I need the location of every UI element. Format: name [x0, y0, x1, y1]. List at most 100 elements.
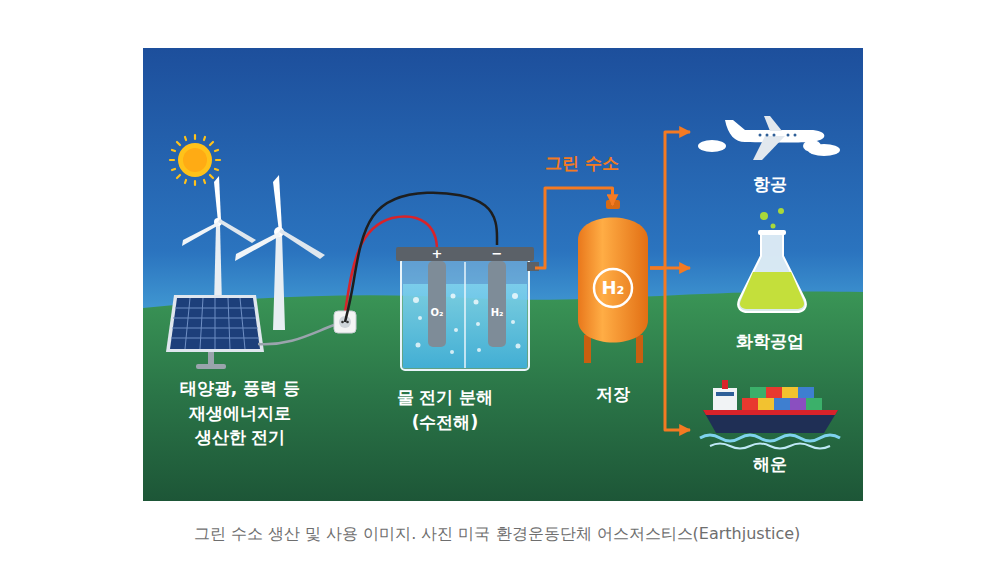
- sun-icon-part: [194, 135, 196, 139]
- flask-icon-part: [778, 208, 784, 214]
- cargo-ship-icon-part: [703, 410, 838, 433]
- airplane-icon-part: [759, 134, 797, 137]
- flask-icon-part: [740, 272, 804, 309]
- airplane-icon-part: [773, 134, 776, 137]
- sun-icon-part: [185, 137, 186, 140]
- electrolyzer-part: [416, 343, 421, 348]
- airplane-icon-part: [759, 134, 762, 137]
- sun-icon-part: [178, 143, 212, 177]
- sun-icon-part: [170, 159, 174, 161]
- solar-panel-part: [166, 295, 264, 352]
- sun-icon-part: [194, 181, 196, 185]
- sun-icon-part: [216, 159, 220, 161]
- cargo-ship-icon-part: [722, 380, 728, 389]
- flask-icon-part: [758, 230, 786, 235]
- cargo-ship-icon-part: [766, 387, 782, 398]
- flask-icon-part: [760, 212, 768, 220]
- cargo-ship-icon-part: [758, 398, 774, 410]
- cargo-ship-icon-part: [703, 410, 838, 415]
- solar-panel-part: [185, 298, 190, 349]
- hydrogen-tank-part: [594, 269, 632, 307]
- terminal-sign: +: [432, 246, 443, 261]
- sun-icon-part: [215, 150, 218, 151]
- sun-icon-part: [177, 142, 180, 145]
- wind-turbine-part: [214, 176, 221, 222]
- node-label: 항공: [710, 172, 830, 197]
- wind-turbine: [182, 176, 256, 305]
- electrolyzer: [396, 247, 539, 370]
- hydrogen-tank-part: [578, 218, 648, 343]
- power-outlet-part: [341, 321, 344, 324]
- cargo-ship-icon-part: [798, 387, 814, 398]
- use-chemical: 화학공업: [690, 200, 840, 360]
- tank-box: H₂저장: [575, 205, 650, 415]
- sun-icon-part: [210, 142, 213, 145]
- background-panel: [143, 48, 863, 501]
- electrolyzer-part: [396, 247, 534, 261]
- sun-icon-part: [210, 175, 213, 178]
- sun-icon-part: [204, 137, 205, 140]
- flask-icon-part: [771, 224, 776, 229]
- wind-turbine-part: [182, 222, 219, 246]
- electrolyzer-part: [512, 293, 518, 299]
- edge-label: 그린 수소: [545, 152, 619, 175]
- gas-label: H₂: [491, 307, 504, 318]
- electrolyzer-part: [516, 344, 521, 349]
- wind-turbine-part: [235, 232, 280, 261]
- wind-turbine-part: [214, 224, 222, 305]
- cargo-ship-icon-part: [806, 398, 822, 410]
- electrolyzer-part: [450, 350, 454, 354]
- solar-panel-part: [200, 298, 203, 349]
- airplane-icon-part: [764, 116, 782, 131]
- electrolyzer-part: [451, 294, 456, 299]
- sun-icon-part: [172, 169, 175, 170]
- cargo-ship-icon-part: [713, 388, 737, 410]
- node-label: 해운: [710, 452, 830, 477]
- electrolyzer-part: [454, 328, 458, 332]
- electrolyzer-part: [488, 261, 506, 347]
- electrolyzer-part: [477, 348, 481, 352]
- airplane-icon-part: [794, 134, 797, 137]
- airplane-icon: [698, 116, 840, 160]
- wind-turbine-part: [218, 219, 256, 243]
- solar-panel: [166, 295, 264, 369]
- cargo-ship-icon-part: [716, 392, 734, 396]
- cargo-ship-icon: [700, 380, 840, 449]
- cargo-ship-icon-part: [774, 398, 790, 410]
- node-label: 화학공업: [710, 329, 830, 354]
- cargo-ship-icon-part: [700, 435, 840, 441]
- wind-turbine-part: [279, 229, 325, 259]
- electrolyzer-part: [413, 293, 521, 354]
- hydrogen-flow-arrow: [650, 268, 690, 430]
- hydrogen-tank-part: [636, 335, 643, 363]
- sun-icon-part: [172, 150, 175, 151]
- electrolyzer-part: [401, 258, 529, 370]
- source-group: 태양광, 풍력 등 재생에너지로 생산한 전기: [155, 140, 345, 460]
- solar-panel-part: [240, 298, 245, 349]
- sun-icon-part: [177, 175, 180, 178]
- background-panel-part: [143, 48, 863, 501]
- cargo-ship-icon-part: [750, 387, 766, 398]
- gas-label: O₂: [431, 307, 444, 318]
- wind-turbine-part: [273, 175, 282, 232]
- airplane-icon-part: [753, 136, 785, 160]
- solar-panel-part: [215, 298, 216, 349]
- electrolyzer-box: 물 전기 분해 (수전해): [395, 245, 535, 440]
- solar-panel-part: [170, 298, 260, 349]
- airplane-icon-part: [787, 134, 790, 137]
- electrolyzer-part: [476, 322, 480, 326]
- electrolyzer-part: [413, 297, 419, 303]
- power-outlet-part: [346, 321, 349, 324]
- electrolyzer-part: [474, 300, 479, 305]
- sun-icon-part: [215, 169, 218, 170]
- hydrogen-tank: [578, 200, 648, 363]
- electrolyzer-part: [428, 261, 446, 347]
- cargo-ship-icon-part: [782, 387, 798, 398]
- solar-panel-part: [171, 298, 259, 349]
- electrolyzer-part: [464, 262, 466, 368]
- cargo-ship-icon-part: [742, 398, 758, 410]
- sun-icon-part: [183, 148, 207, 172]
